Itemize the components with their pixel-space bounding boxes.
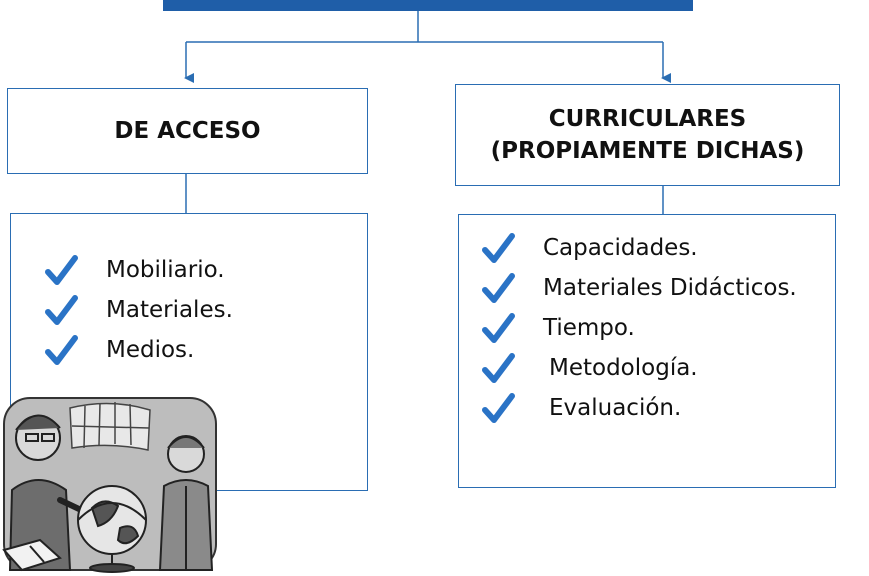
list-item-label: Mobiliario. bbox=[106, 257, 225, 283]
checkmark-icon bbox=[44, 333, 78, 367]
checkmark-icon bbox=[481, 231, 515, 265]
top-node-bar bbox=[163, 0, 693, 11]
node-de-acceso: DE ACCESO bbox=[7, 88, 368, 174]
list-item-label: Materiales Didácticos. bbox=[543, 275, 797, 301]
checkmark-icon bbox=[481, 351, 515, 385]
list-item-label: Capacidades. bbox=[543, 235, 698, 261]
left-item-list: Mobiliario. Materiales. Medios. bbox=[44, 250, 233, 370]
list-item: Capacidades. bbox=[481, 228, 797, 268]
checkmark-icon bbox=[481, 391, 515, 425]
checkmark-icon bbox=[44, 293, 78, 327]
list-item-label: Medios. bbox=[106, 337, 195, 363]
list-item-label: Metodología. bbox=[549, 355, 698, 381]
left-list-box: Mobiliario. Materiales. Medios. bbox=[10, 213, 368, 491]
teacher-student-globe-illustration bbox=[2, 397, 217, 573]
list-item: Medios. bbox=[44, 330, 233, 370]
list-item: Mobiliario. bbox=[44, 250, 233, 290]
right-list-box: Capacidades. Materiales Didácticos. Tiem… bbox=[458, 214, 836, 488]
node-curriculares-label-2: (PROPIAMENTE DICHAS) bbox=[490, 138, 805, 164]
right-item-list: Capacidades. Materiales Didácticos. Tiem… bbox=[481, 228, 797, 428]
list-item: Tiempo. bbox=[481, 308, 797, 348]
list-item: Evaluación. bbox=[481, 388, 797, 428]
node-de-acceso-label: DE ACCESO bbox=[114, 118, 261, 144]
list-item: Materiales. bbox=[44, 290, 233, 330]
list-item-label: Evaluación. bbox=[549, 395, 682, 421]
list-item-label: Tiempo. bbox=[543, 315, 635, 341]
checkmark-icon bbox=[481, 271, 515, 305]
node-curriculares-label-1: CURRICULARES bbox=[548, 106, 747, 132]
checkmark-icon bbox=[481, 311, 515, 345]
node-curriculares: CURRICULARES (PROPIAMENTE DICHAS) bbox=[455, 84, 840, 186]
list-item: Metodología. bbox=[481, 348, 797, 388]
checkmark-icon bbox=[44, 253, 78, 287]
list-item: Materiales Didácticos. bbox=[481, 268, 797, 308]
list-item-label: Materiales. bbox=[106, 297, 233, 323]
